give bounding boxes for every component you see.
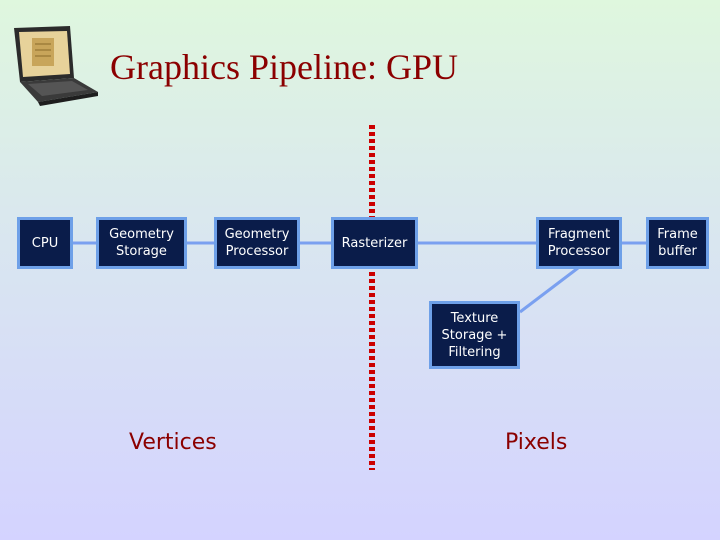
frame-buffer-box: Frame buffer — [646, 217, 709, 269]
rasterizer-box: Rasterizer — [331, 217, 418, 269]
fragment-processor-box: Fragment Processor — [536, 217, 622, 269]
laptop-icon — [14, 26, 98, 106]
geometry-processor-box: Geometry Processor — [214, 217, 300, 269]
cpu-box: CPU — [17, 217, 73, 269]
vertices-label: Vertices — [129, 430, 217, 455]
pixels-label: Pixels — [505, 430, 568, 455]
texture-storage-box: Texture Storage + Filtering — [429, 301, 520, 369]
connector-texture-fragment-processor — [519, 266, 579, 314]
page-title: Graphics Pipeline: GPU — [110, 47, 458, 87]
geometry-storage-box: Geometry Storage — [96, 217, 187, 269]
